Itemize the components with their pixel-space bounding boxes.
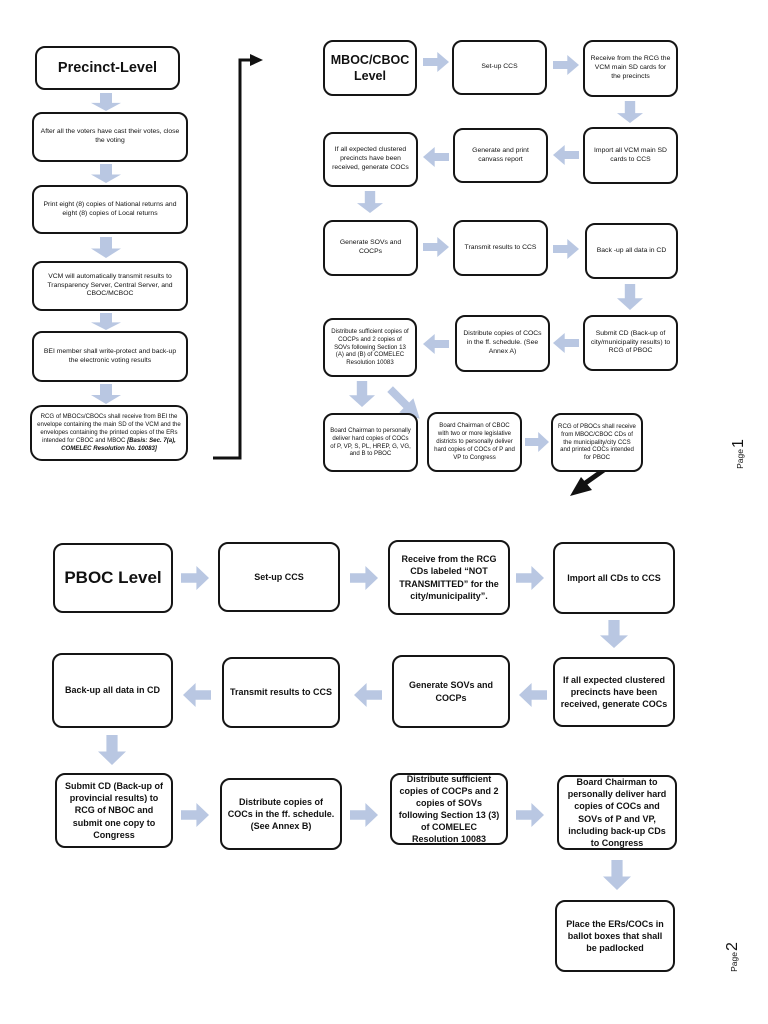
arrow-right-icon — [423, 52, 449, 72]
mboc-canvass-report: Generate and print canvass report — [453, 128, 548, 183]
precinct-step-vcm-transmit: VCM will automatically transmit results … — [32, 261, 188, 311]
arrow-down-icon — [98, 735, 126, 765]
connector-precinct-to-mboc — [213, 58, 250, 460]
precinct-level-title: Precinct-Level — [35, 46, 180, 90]
mboc-backup-cd: Back -up all data in CD — [585, 223, 678, 279]
arrow-left-icon — [354, 683, 382, 707]
arrow-down-icon — [91, 384, 121, 404]
pboc-place-ballot-boxes: Place the ERs/COCs in ballot boxes that … — [555, 900, 675, 972]
arrow-left-icon — [553, 145, 579, 165]
arrow-left-icon — [519, 683, 547, 707]
step-basis-citation: [Basis: Sec. 7(a), COMELEC Resolution No… — [61, 436, 176, 452]
pboc-level-title: PBOC Level — [53, 543, 173, 613]
arrow-right-icon — [525, 432, 549, 452]
arrow-right-icon — [181, 803, 209, 827]
mboc-transmit: Transmit results to CCS — [453, 220, 548, 276]
mboc-generate-sovs: Generate SOVs and COCPs — [323, 220, 418, 276]
pboc-deliver-congress: Board Chairman to personally deliver har… — [557, 775, 677, 850]
pboc-distribute-cocs: Distribute copies of COCs in the ff. sch… — [220, 778, 342, 850]
arrow-down-icon — [91, 164, 121, 183]
pboc-setup-ccs: Set-up CCS — [218, 542, 340, 612]
arrow-right-icon — [516, 566, 544, 590]
mboc-cboc-level-title: MBOC/CBOC Level — [323, 40, 417, 96]
page-word: Page — [728, 952, 739, 972]
arrow-left-icon — [183, 683, 211, 707]
arrow-right-icon — [350, 566, 378, 590]
mboc-import-sd: Import all VCM main SD cards to CCS — [583, 127, 678, 184]
mboc-setup-ccs: Set-up CCS — [452, 40, 547, 95]
arrow-right-icon — [181, 566, 209, 590]
page-word: Page — [734, 449, 745, 469]
arrow-down-icon — [617, 284, 643, 310]
pboc-receive-cds: Receive from the RCG CDs labeled “NOT TR… — [388, 540, 510, 615]
pboc-generate-sovs: Generate SOVs and COCPs — [392, 655, 510, 728]
arrow-left-icon — [423, 334, 449, 354]
page-continuation-arrowhead-icon — [570, 477, 592, 496]
pboc-transmit: Transmit results to CCS — [222, 657, 340, 728]
arrow-right-icon — [423, 237, 449, 257]
precinct-step-rcg-receive: RCG of MBOCs/CBOCs shall receive from BE… — [30, 405, 188, 461]
pboc-distribute-cocps: Distribute sufficient copies of COCPs an… — [390, 773, 508, 845]
mboc-submit-cd: Submit CD (Back-up of city/municipality … — [583, 315, 678, 371]
arrow-down-icon — [617, 101, 643, 123]
arrow-left-icon — [553, 333, 579, 353]
mboc-deliver-pboc: Board Chairman to personally deliver har… — [323, 413, 418, 472]
arrow-right-icon — [553, 239, 579, 259]
precinct-step-print-returns: Print eight (8) copies of National retur… — [32, 185, 188, 234]
arrow-down-icon — [603, 860, 631, 890]
arrow-left-icon — [423, 147, 449, 167]
arrow-down-icon — [91, 237, 121, 258]
mboc-distribute-cocps: Distribute sufficient copies of COCPs an… — [323, 318, 417, 377]
pboc-backup-cd: Back-up all data in CD — [52, 653, 173, 728]
arrow-right-icon — [553, 55, 579, 75]
arrow-down-icon — [349, 381, 375, 407]
arrow-down-icon — [600, 620, 628, 648]
pboc-submit-cd: Submit CD (Back-up of provincial results… — [55, 773, 173, 848]
page-number: 1 — [729, 439, 747, 449]
mboc-distribute-cocs: Distribute copies of COCs in the ff. sch… — [455, 315, 550, 372]
page-number: 2 — [723, 942, 741, 952]
mboc-deliver-congress: Board Chairman of CBOC with two or more … — [427, 412, 522, 472]
arrow-down-icon — [357, 191, 383, 213]
precinct-step-close-voting: After all the voters have cast their vot… — [32, 112, 188, 162]
precinct-step-write-protect: BEI member shall write-protect and back-… — [32, 331, 188, 382]
arrow-right-icon — [350, 803, 378, 827]
connector-arrowhead-icon — [250, 54, 263, 66]
arrow-down-icon — [91, 93, 121, 111]
step-text: RCG of MBOCs/CBOCs shall receive from BE… — [37, 413, 181, 444]
arrow-down-icon — [91, 313, 121, 330]
mboc-generate-cocs: If all expected clustered precincts have… — [323, 132, 418, 187]
arrow-right-icon — [516, 803, 544, 827]
mboc-receive-sd: Receive from the RCG the VCM main SD car… — [583, 40, 678, 97]
pboc-import-cds: Import all CDs to CCS — [553, 542, 675, 614]
pboc-generate-cocs: If all expected clustered precincts have… — [553, 657, 675, 727]
mboc-rcg-pboc-receive: RCG of PBOCs shall receive from MBOC/CBO… — [551, 413, 643, 472]
